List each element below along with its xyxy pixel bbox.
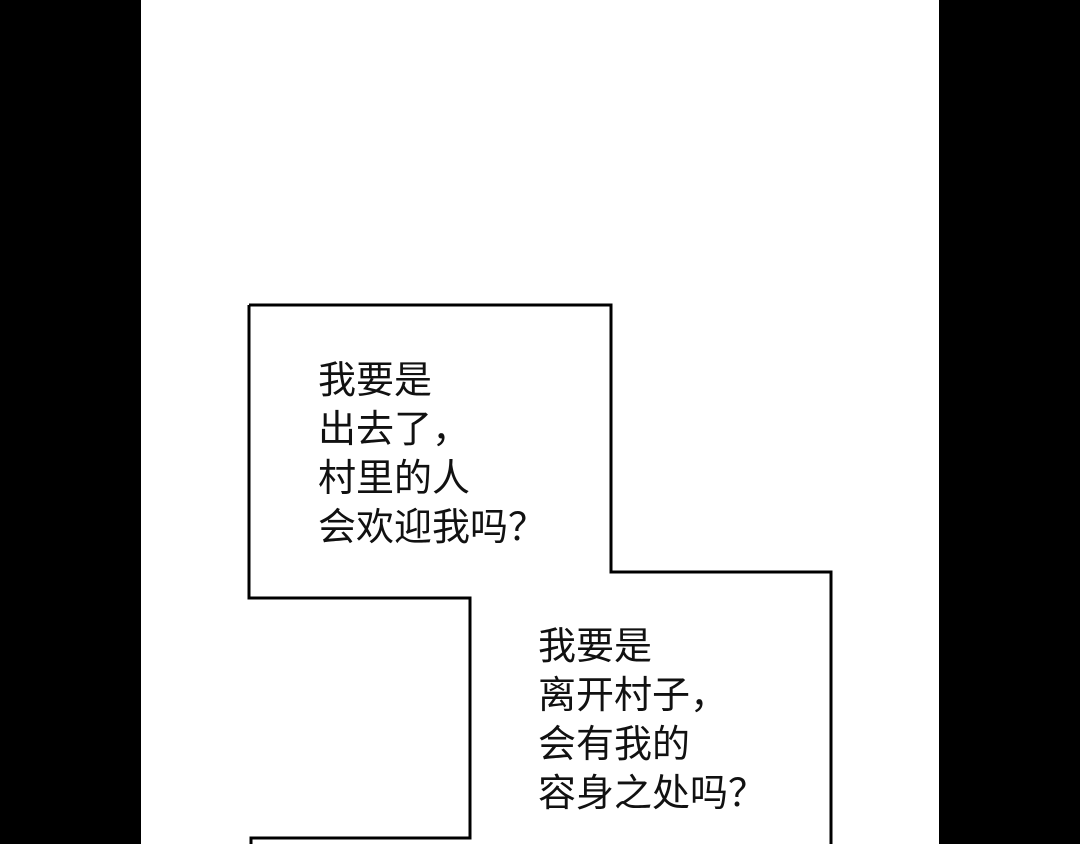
dialogue-line: 出去了，	[318, 407, 471, 451]
dialogue-line: 我要是	[318, 358, 433, 402]
dialogue-line: 容身之处吗？	[538, 771, 767, 815]
dialogue-line: 会有我的	[538, 722, 691, 766]
speech-bubble-2-text: 我要是 离开村子， 会有我的 容身之处吗？	[538, 622, 766, 818]
dialogue-line: 我要是	[538, 624, 653, 668]
dialogue-line: 离开村子，	[538, 673, 729, 717]
speech-bubble-1-text: 我要是 出去了， 村里的人 会欢迎我吗？	[318, 356, 546, 552]
dialogue-line: 会欢迎我吗？	[318, 505, 547, 549]
speech-bubble-1-border	[249, 303, 833, 844]
dialogue-line: 村里的人	[318, 456, 471, 500]
comic-panel: 我要是 出去了， 村里的人 会欢迎我吗？ 我要是 离开村子， 会有我的 容身之处…	[141, 0, 939, 844]
speech-bubble-1-left-border	[247, 305, 472, 844]
speech-bubbles-outline	[247, 303, 833, 844]
